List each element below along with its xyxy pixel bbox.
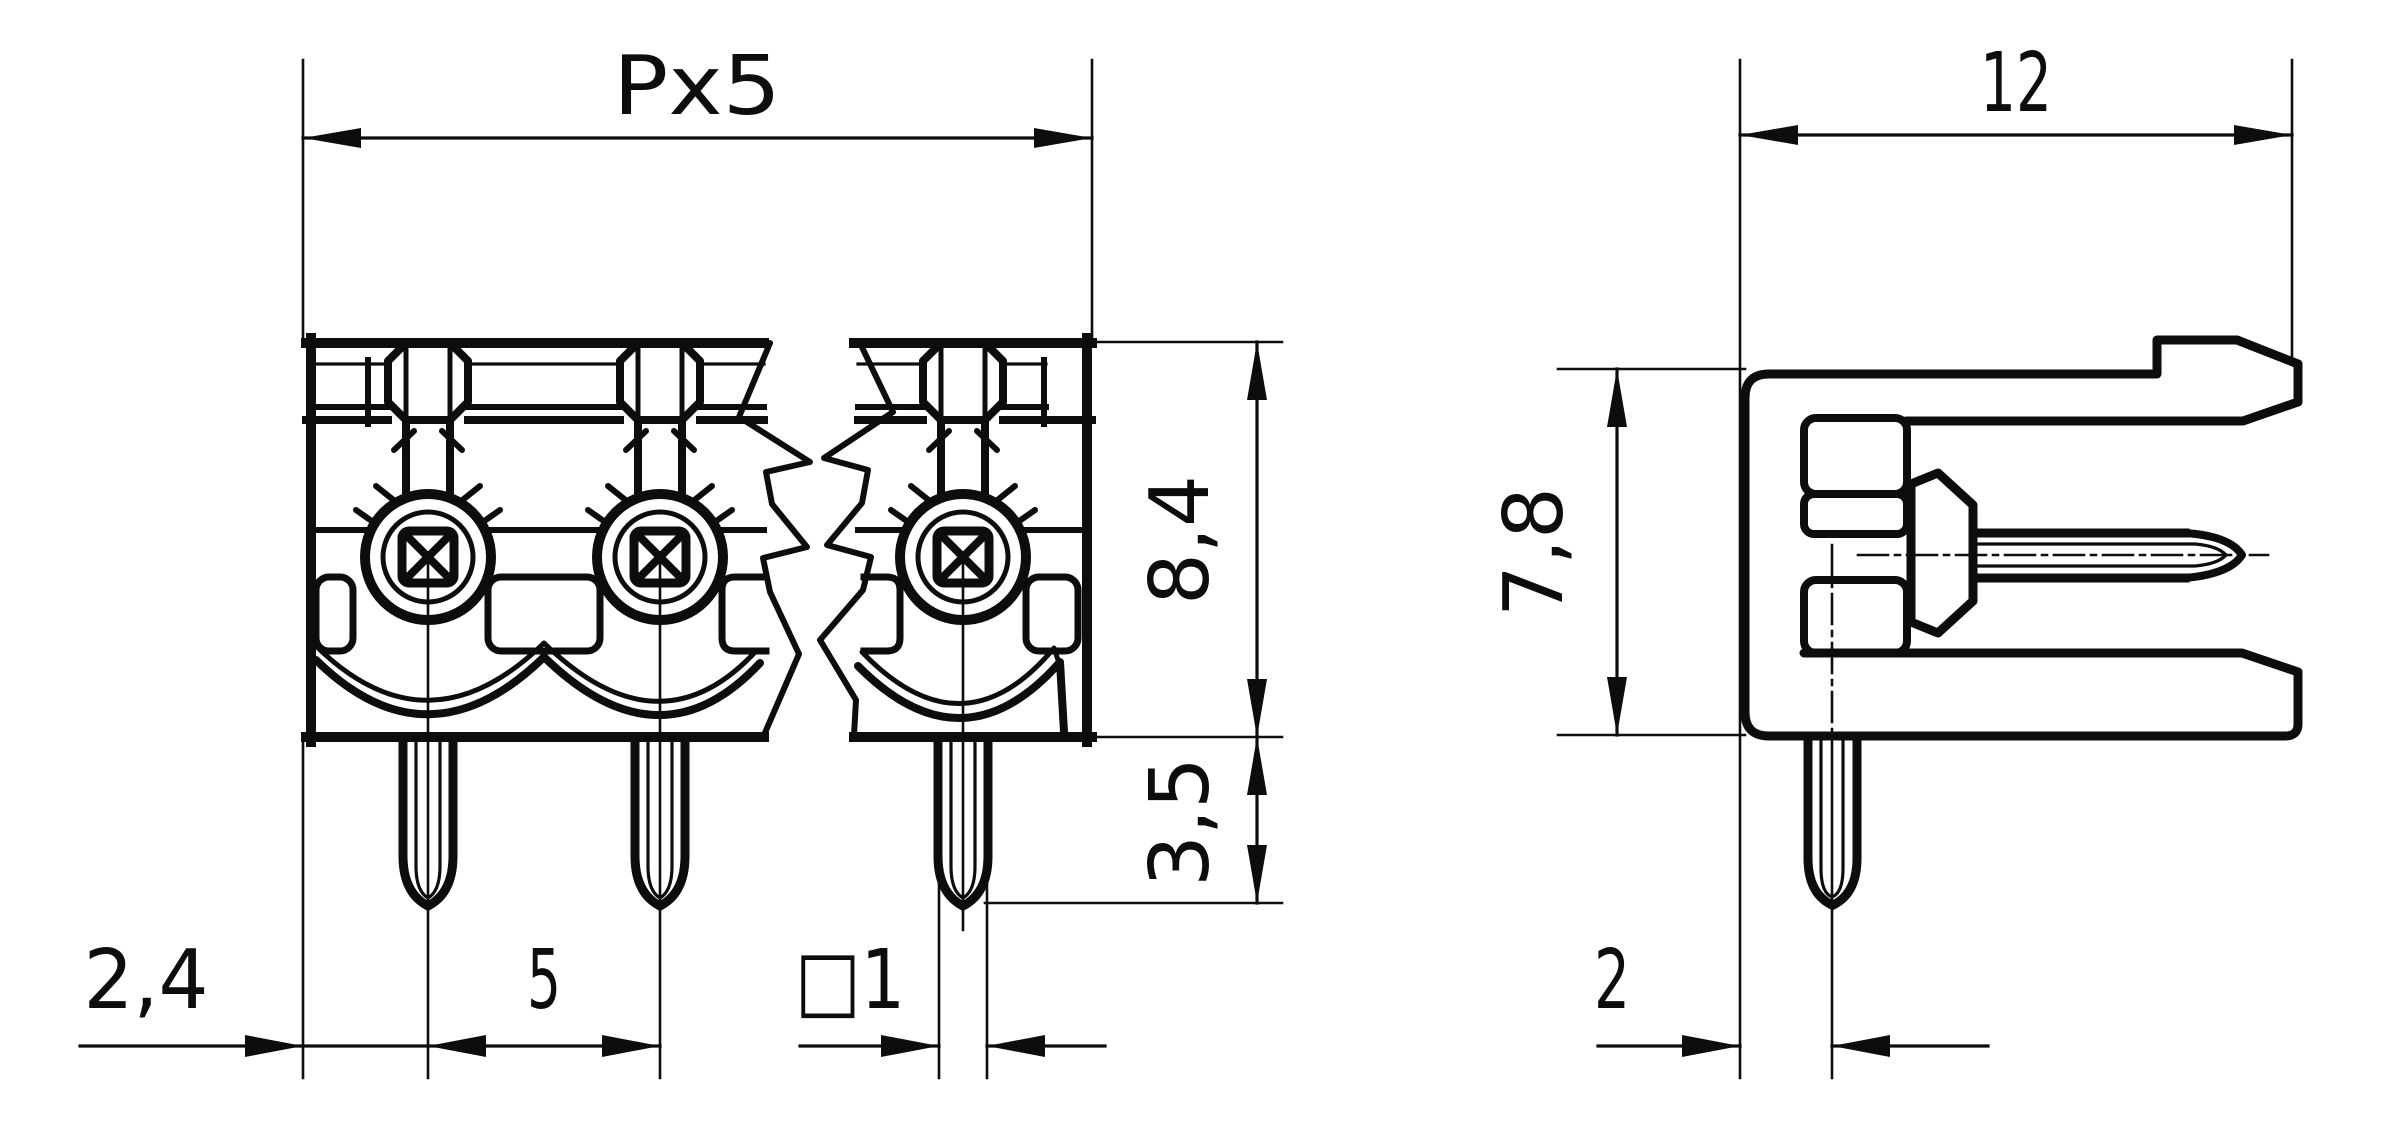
dim-label-edge-to-pin: 2,4 — [84, 933, 209, 1028]
dimension-pin-length: 3,5 — [1133, 737, 1267, 903]
front-scallop-wave — [312, 640, 1068, 736]
front-view — [301, 333, 1097, 1080]
side-pin-collar — [1906, 468, 1978, 638]
break-line-left — [736, 340, 813, 738]
side-mating-pin — [1856, 528, 2270, 583]
dim-label-side-height: 7,8 — [1487, 487, 1582, 617]
dim-label-body-height: 8,4 — [1133, 475, 1228, 605]
dimension-side-height: 7,8 — [1487, 367, 1747, 737]
front-pin-shafts — [391, 416, 1000, 499]
side-body-outline — [1740, 335, 2303, 741]
dim-label-pin-length: 3,5 — [1133, 757, 1228, 887]
dimension-pin-offset: 2 — [1594, 933, 1990, 1057]
dimension-pin-square: □1 — [795, 866, 1107, 1080]
dimension-edge-to-pin: 2,4 — [78, 740, 662, 1080]
break-line-right — [817, 340, 896, 738]
break-lines — [736, 340, 896, 738]
dim-label-pitch: 5 — [527, 933, 561, 1028]
dimension-pitch: 5 — [428, 933, 660, 1057]
side-view — [1740, 335, 2303, 1080]
dimension-total-width: Px5 — [301, 39, 1094, 340]
side-solder-pin — [1803, 543, 1862, 1080]
front-contact-circles — [353, 483, 1038, 625]
dim-label-depth: 12 — [1980, 36, 2052, 131]
front-body-outline — [301, 333, 1097, 747]
front-top-band — [302, 357, 1096, 427]
dimension-body-height: 8,4 — [983, 340, 1284, 905]
dim-label-total-width: Px5 — [613, 39, 781, 134]
dim-label-pin-offset: 2 — [1594, 933, 1630, 1028]
dimension-depth: 12 — [1738, 36, 2294, 1080]
dim-label-pin-square: □1 — [795, 933, 905, 1028]
